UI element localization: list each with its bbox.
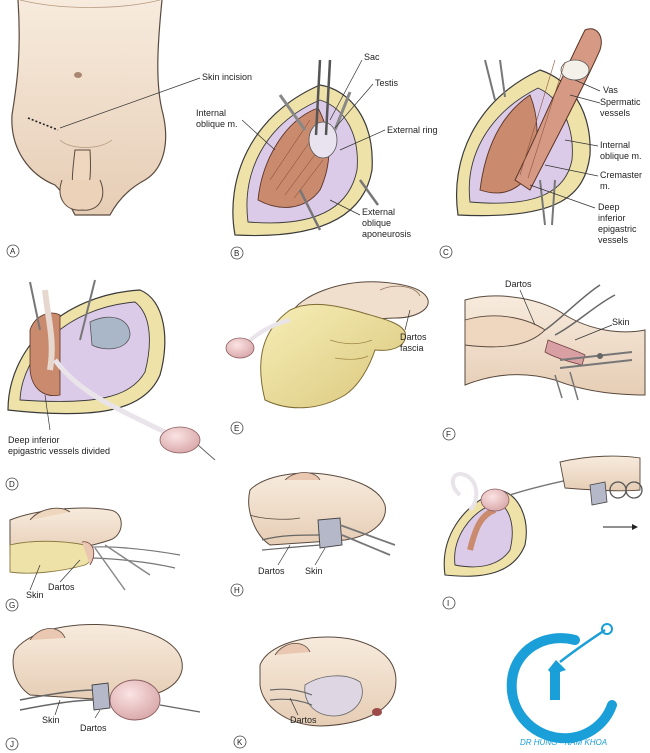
panel-letter-i: I: [447, 599, 449, 608]
dartos-sheath-g: [9, 540, 93, 574]
label-epigastric-vessels-divided: epigastric vessels divided: [8, 446, 110, 456]
testis-i: [480, 488, 510, 512]
label-inferior: inferior: [598, 213, 626, 223]
panel-b: Sac Testis Internal oblique m. External …: [196, 52, 438, 260]
label-internal: Internal: [196, 108, 226, 118]
label-aponeurosis: aponeurosis: [362, 229, 412, 239]
label-skin-g: Skin: [26, 590, 44, 600]
label-fascia-e: fascia: [400, 343, 424, 353]
label-skin-h: Skin: [305, 566, 323, 576]
label-vessels: vessels: [600, 108, 631, 118]
label-dartos-f: Dartos: [505, 279, 532, 289]
gloved-hand: [260, 303, 406, 409]
label-external: External: [362, 207, 395, 217]
testis-c: [560, 59, 590, 81]
label-deep: Deep: [598, 202, 620, 212]
logo: DR HUNG - NAM KHOA: [506, 623, 617, 747]
panel-letter-j: J: [10, 740, 14, 749]
panel-letter-e: E: [234, 424, 239, 433]
testis-d: [159, 426, 201, 454]
label-cremaster: Cremaster: [600, 170, 642, 180]
navel: [74, 72, 82, 78]
cord-drawn-out: [53, 358, 167, 435]
panel-d: Deep inferior epigastric vessels divided…: [5, 279, 216, 491]
panel-a: Skin incision A: [6, 0, 252, 258]
label-dartos-h: Dartos: [258, 566, 285, 576]
label-skin-j: Skin: [42, 715, 60, 725]
panel-g: Skin Dartos G: [5, 507, 181, 612]
label-external-ring: External ring: [387, 125, 438, 135]
logo-text: DR HUNG - NAM KHOA: [520, 738, 607, 747]
label-internal-c: Internal: [600, 140, 630, 150]
skin-ring-h: [317, 517, 343, 549]
label-sac: Sac: [364, 52, 380, 62]
panel-j: Skin Dartos J: [5, 624, 201, 751]
panel-k: Dartos K: [233, 636, 397, 749]
arrow-head: [632, 524, 638, 530]
panel-f: Dartos Skin F: [442, 279, 646, 441]
panel-i: I: [442, 455, 643, 610]
label-dartos-g: Dartos: [48, 582, 75, 592]
panel-letter-a: A: [10, 247, 16, 256]
label-oblique-m: oblique m.: [196, 119, 238, 129]
label-oblique: oblique: [362, 218, 391, 228]
label-m: m.: [600, 181, 610, 191]
panel-letter-c: C: [443, 248, 449, 257]
panel-letter-k: K: [237, 738, 243, 747]
logo-c-mark: [506, 633, 617, 744]
panel-letter-h: H: [234, 586, 240, 595]
label-vas: Vas: [603, 85, 618, 95]
hernia-sac: [308, 121, 338, 159]
panel-c: Vas Spermatic vessels Internal oblique m…: [439, 28, 642, 259]
label-deep-inferior: Deep inferior: [8, 435, 60, 445]
ring-opening: [89, 316, 131, 350]
label-dartos-k: Dartos: [290, 715, 317, 725]
testis-e: [225, 337, 255, 359]
label-skin-f: Skin: [612, 317, 630, 327]
panel-letter-g: G: [9, 601, 15, 610]
logo-figure-icon: [548, 660, 566, 700]
label-epigastric: epigastric: [598, 224, 637, 234]
label-dartos-j: Dartos: [80, 723, 107, 733]
label-skin-incision: Skin incision: [202, 72, 252, 82]
panel-e: Dartos fascia E: [225, 281, 429, 435]
label-vessels-c: vessels: [598, 235, 629, 245]
testis-j: [109, 679, 161, 721]
label-spermatic: Spermatic: [600, 97, 641, 107]
label-oblique-m-c: oblique m.: [600, 151, 642, 161]
label-dartos-e: Dartos: [400, 332, 427, 342]
label-testis: Testis: [375, 78, 399, 88]
incision-line: [27, 117, 59, 131]
panel-letter-f: F: [446, 430, 451, 439]
panel-letter-b: B: [234, 249, 239, 258]
torso-shape: [11, 0, 167, 216]
panel-h: Dartos Skin H: [230, 472, 396, 597]
panel-letter-d: D: [9, 480, 15, 489]
